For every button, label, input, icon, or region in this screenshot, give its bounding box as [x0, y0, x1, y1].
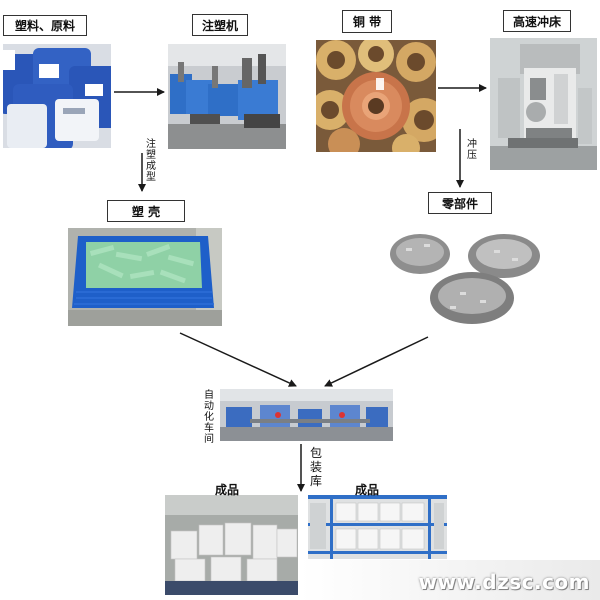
- stamping-label: 冲压: [467, 139, 477, 161]
- automated-workshop-label: 自动化车间: [204, 390, 214, 445]
- automated-workshop-photo: [220, 389, 393, 441]
- finished-goods-left-label: 成品: [215, 483, 240, 497]
- parts-label: 零部件: [428, 192, 492, 214]
- watermark-band: [300, 560, 600, 600]
- packaging-warehouse-label: 包装库: [309, 446, 322, 488]
- high-speed-press-label: 高速冲床: [503, 10, 571, 32]
- copper-strip-label: 铜 带: [342, 10, 392, 33]
- copper-strip-photo: [316, 40, 436, 152]
- arrow-shell-to-workshop: [179, 332, 297, 387]
- injection-machine-photo: [168, 44, 286, 149]
- raw-material-photo: [3, 44, 111, 148]
- parts-photo: [384, 222, 546, 328]
- watermark: www.dzsc.com: [418, 570, 590, 594]
- injection-molding-label: 注塑成型: [146, 139, 156, 183]
- finished-goods-right-photo: [308, 495, 447, 559]
- raw-material-label: 塑料、原料: [3, 15, 87, 36]
- arrow-parts-to-workshop: [324, 336, 429, 387]
- finished-goods-right-label: 成品: [355, 483, 380, 497]
- plastic-shell-photo: [68, 228, 222, 326]
- injection-machine-label: 注塑机: [192, 14, 248, 36]
- plastic-shell-label: 塑 壳: [107, 200, 185, 222]
- high-speed-press-photo: [490, 38, 597, 170]
- finished-goods-left-photo: [165, 495, 298, 595]
